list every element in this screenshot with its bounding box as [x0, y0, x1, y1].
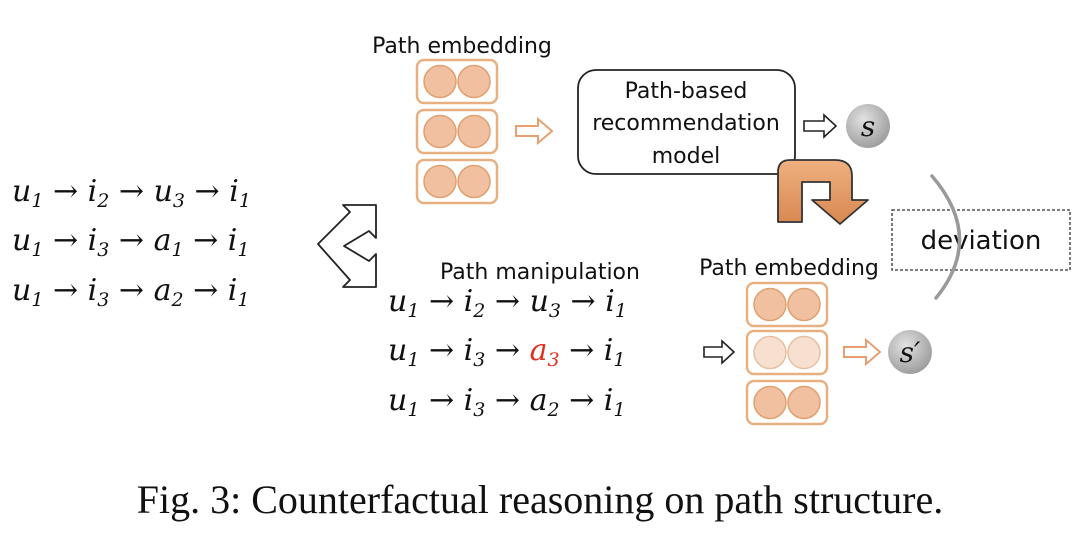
embedding-row: [415, 58, 499, 105]
path-node: u: [388, 333, 407, 368]
model-label-line3: model: [652, 144, 721, 169]
hollow-arrow-icon: [515, 116, 554, 146]
path-node-index: 1: [31, 239, 43, 261]
model-label-line2: recommendation: [592, 111, 780, 136]
path-row: u1 → i3 → a1 → i1: [12, 223, 249, 261]
path-node-index: 1: [407, 349, 419, 371]
path-node-index: 1: [613, 399, 625, 421]
manipulated-paths: u1 → i2 → u3 → i1 u1 → i3 → a3 → i1 u1 →…: [388, 284, 627, 421]
path-node-index: 1: [237, 239, 249, 261]
path-node-index: 3: [473, 349, 485, 371]
path-node-index: 1: [171, 239, 183, 261]
path-node: u: [530, 284, 549, 319]
path-node-index: 2: [472, 300, 485, 322]
deviation-bracket: [930, 174, 962, 300]
path-node: i: [228, 273, 238, 308]
path-node-index: 1: [615, 300, 627, 322]
embedding-row: [415, 108, 499, 155]
path-manipulation-label: Path manipulation: [440, 260, 640, 285]
score-prime-label: s′: [900, 336, 921, 369]
path-node: u: [388, 383, 407, 418]
path-node-index: 1: [239, 190, 251, 212]
path-node-index: 3: [547, 349, 559, 371]
path-node: i: [464, 333, 474, 368]
path-node: a: [154, 273, 172, 308]
path-row: u1 → i2 → u3 → i1: [12, 174, 251, 212]
path-node: i: [88, 174, 98, 209]
path-node: u: [12, 273, 31, 308]
hollow-arrow-icon: [843, 337, 882, 367]
path-node: i: [604, 383, 614, 418]
path-node: i: [604, 333, 614, 368]
path-node: a: [154, 223, 172, 258]
path-node-index: 3: [473, 399, 485, 421]
score-circle: s: [846, 104, 890, 148]
deviation-box: deviation: [891, 209, 1071, 271]
original-paths: u1 → i2 → u3 → i1 u1 → i3 → a1 → i1 u1 →…: [12, 174, 251, 311]
figure-caption: Fig. 3: Counterfactual reasoning on path…: [137, 477, 943, 522]
hollow-arrow-icon: [703, 339, 736, 365]
deviation-label: deviation: [921, 226, 1042, 256]
path-row: u1 → i3 → a2 → i1: [388, 383, 625, 421]
hollow-arrow-icon: [803, 113, 838, 139]
path-node: u: [154, 174, 173, 209]
split-arrow-icon: [317, 204, 377, 288]
path-row: u1 → i3 → a3 → i1: [388, 333, 625, 371]
embedding-row: [415, 158, 499, 205]
path-node-index: 3: [97, 239, 109, 261]
path-node: i: [464, 383, 474, 418]
path-embedding-top-label: Path embedding: [372, 34, 552, 59]
recommendation-model-box: Path-based recommendation model: [577, 69, 796, 175]
embedding-block-top: [415, 58, 499, 205]
turn-arrow-icon: [777, 159, 869, 225]
path-node-index: 1: [407, 399, 419, 421]
path-row: u1 → i3 → a2 → i1: [12, 273, 249, 311]
path-node-index: 2: [546, 399, 559, 421]
path-node-index: 2: [170, 289, 183, 311]
model-label-line1: Path-based: [625, 79, 748, 104]
embedding-block-bottom: [745, 281, 829, 426]
path-row: u1 → i2 → u3 → i1: [388, 284, 627, 322]
path-node-index: 3: [97, 289, 109, 311]
path-node-index: 3: [549, 300, 561, 322]
path-node: i: [464, 284, 474, 319]
path-node: a: [530, 383, 548, 418]
path-node: a: [530, 333, 548, 368]
path-node: u: [12, 174, 31, 209]
path-node: i: [229, 174, 239, 209]
path-node-index: 1: [31, 289, 43, 311]
path-node: i: [605, 284, 615, 319]
path-node-index: 1: [407, 300, 419, 322]
embedding-row: [745, 281, 829, 328]
path-embedding-bottom-label: Path embedding: [699, 256, 879, 281]
path-node: i: [88, 273, 98, 308]
path-node-index: 2: [96, 190, 109, 212]
embedding-row: [745, 379, 829, 426]
path-node-index: 1: [237, 289, 249, 311]
path-node: i: [228, 223, 238, 258]
embedding-row-counterfactual: [745, 329, 829, 376]
score-label: s: [861, 110, 875, 143]
path-node: i: [88, 223, 98, 258]
path-node: u: [388, 284, 407, 319]
path-node: u: [12, 223, 31, 258]
score-prime-circle: s′: [888, 330, 932, 374]
path-node-index: 1: [31, 190, 43, 212]
path-node-index: 1: [613, 349, 625, 371]
path-node-index: 3: [173, 190, 185, 212]
